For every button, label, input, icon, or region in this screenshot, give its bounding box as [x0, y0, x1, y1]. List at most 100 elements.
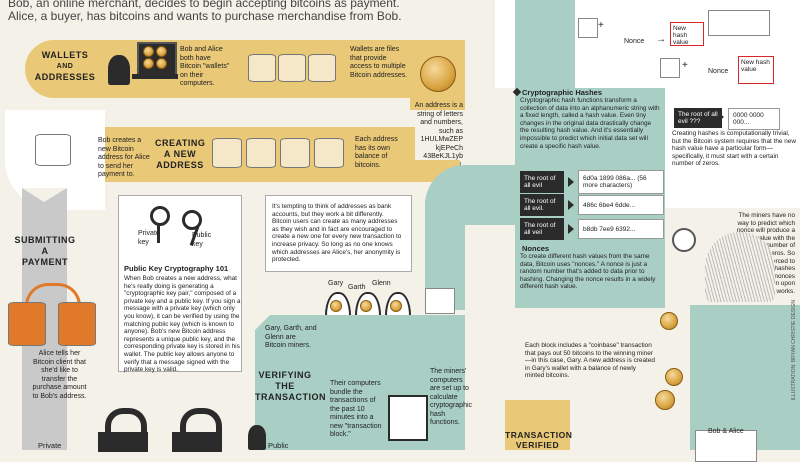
private-key-shaft: [157, 223, 160, 243]
submitting-heading-2: A: [41, 246, 49, 256]
miner-name-1: Gary: [328, 280, 344, 287]
nonce-label-2: Nonce: [708, 68, 729, 75]
arrow-icon: →: [656, 34, 666, 45]
private-lock-shackle: [105, 408, 147, 440]
data-block-icon: [578, 18, 598, 38]
wallets-files-text: Wallets are files that provide access to…: [350, 46, 408, 79]
hash-arrow-2: [568, 200, 574, 210]
nonce-chain-row-1: + Nonce → New hash value: [578, 10, 793, 50]
coin-icon: [390, 300, 402, 312]
wallets-heading: WALLETS AND ADDRESSES: [30, 50, 100, 83]
coin-icon: [660, 312, 678, 330]
miners-text: Gary, Garth, and Glenn are Bitcoin miner…: [265, 325, 317, 349]
hash-output-1: 6d0a 1899 086a... (56 more characters): [578, 170, 664, 194]
submitting-chevron: [22, 188, 67, 202]
hash-card-1: [708, 10, 770, 36]
nonce-chain-row-2: + Nonce New hash value: [660, 52, 800, 88]
create-address-heading-1: CREATING: [155, 138, 206, 148]
private-label: Private: [38, 441, 62, 450]
open-lock-shackle: [180, 408, 222, 440]
credit-text: ILLUSTRATION: BRYAN CHRISTIE DESIGN: [791, 300, 797, 401]
coin-icon: [143, 58, 154, 69]
haystack-icon: [705, 232, 775, 302]
hash-output-2: 486c 6be4 6dde...: [578, 195, 664, 215]
pkc-text: When Bob creates a new address, what he'…: [124, 275, 241, 374]
requirement-zeros-box: 0000 0000 000...: [728, 108, 780, 130]
private-key-icon: [150, 206, 170, 226]
pkc-box: [118, 195, 242, 372]
address-file-icon: [280, 138, 310, 168]
wallets-heading-2: AND: [56, 63, 74, 70]
nonce-label: Nonce: [624, 38, 645, 45]
address-file-icon: [212, 138, 242, 168]
submitting-heading-1: SUBMITTING: [14, 235, 76, 245]
hash-row-1: The root of all evil 6d0a 1899 086a... (…: [520, 170, 664, 194]
coin-stack-icon: [420, 56, 456, 92]
requirement-root-box: The root of all evil ???: [674, 108, 722, 128]
intro-text: Bob, an online merchant, decides to begi…: [8, 0, 468, 23]
verified-band: [505, 400, 570, 450]
hash-input-1: The root of all evil: [520, 171, 564, 193]
bob-can-icon: [58, 302, 96, 346]
create-address-heading-3: ADDRESS: [156, 160, 204, 170]
public-label: Public: [268, 441, 289, 450]
plus-sign: +: [598, 20, 604, 31]
verifying-heading: VERIFYING THE TRANSACTION: [255, 370, 326, 403]
anonymity-box: [265, 195, 412, 272]
hash-arrow-1: [568, 177, 574, 187]
anonymity-text: It's tempting to think of addresses as b…: [272, 203, 402, 264]
hash-output-3: b8db 7ee9 6392...: [578, 219, 664, 239]
wallet-files: [240, 48, 340, 86]
wallets-heading-3: ADDRESSES: [34, 72, 96, 82]
hash-row-2: The root of all evil. 486c 6be4 6dde...: [520, 194, 664, 216]
hash-input-3: The root of all veil: [520, 218, 564, 240]
setup-text: The miners' computers are set up to calc…: [430, 368, 473, 426]
verifying-left-curve: [250, 315, 270, 335]
requirement-arrow: [718, 112, 724, 122]
verified-heading: TRANSACTION VERIFIED: [505, 430, 572, 450]
coin-icon: [330, 300, 342, 312]
data-block-icon-2: [660, 58, 680, 78]
verifying-heading-2: THE: [275, 381, 295, 391]
create-address-bob-text: Bob creates a new Bitcoin address for Al…: [98, 137, 150, 178]
miner-name-3: Glenn: [372, 280, 391, 287]
public-key-label: Public key: [192, 232, 212, 248]
address-file-icon: [314, 138, 344, 168]
new-hash-label: New hash value: [673, 25, 689, 46]
address-files: [212, 134, 362, 174]
verified-heading-2: VERIFIED: [515, 440, 560, 450]
miner-name-2: Garth: [348, 284, 366, 291]
coin-icon: [655, 390, 675, 410]
verifying-band: [255, 315, 465, 450]
private-lock-body: [98, 432, 148, 452]
coin-icon: [665, 368, 683, 386]
hash-arrow-3: [568, 224, 574, 234]
pkc-title: Public Key Cryptography 101: [124, 264, 229, 273]
wallet-file-icon: [308, 54, 336, 82]
public-key-icon: [182, 210, 202, 230]
submitting-heading: SUBMITTING A PAYMENT: [5, 235, 85, 268]
coin-icon: [143, 46, 154, 57]
submitting-heading-3: PAYMENT: [21, 257, 68, 267]
bob-alice-label: Bob & Alice: [708, 428, 744, 435]
hashes-title: Cryptographic Hashes: [522, 88, 603, 97]
magnifier-icon: [672, 228, 696, 252]
computers-text: Their computers bundle the transactions …: [330, 380, 382, 438]
create-address-balance-text: Each address has its own balance of bitc…: [355, 136, 398, 169]
right-vertical-band: [515, 0, 575, 88]
nonces-text: To create different hash values from the…: [520, 253, 656, 291]
coin-icon: [156, 46, 167, 57]
verifying-heading-3: TRANSACTION: [255, 392, 326, 402]
wallet-file-icon: [278, 54, 306, 82]
coinbase-text: Each block includes a "coinbase" transac…: [525, 342, 655, 380]
hash-row-3: The root of all veil b8db 7ee9 6392...: [520, 218, 664, 240]
create-address-heading: CREATING A NEW ADDRESS: [155, 138, 205, 171]
alice-tells-text: Alice tells her Bitcoin client that she'…: [32, 350, 87, 400]
address-can-icon: [35, 134, 71, 166]
verifying-heading-1: VERIFYING: [258, 370, 312, 380]
new-hash-box-2: New hash value: [738, 56, 774, 84]
wallets-band: [25, 40, 465, 98]
new-hash-box: New hash value: [670, 22, 704, 46]
requirement-text: Creating hashes is computationally trivi…: [672, 130, 796, 168]
intro-line-2: Alice, a buyer, has bitcoins and wants t…: [8, 9, 402, 23]
